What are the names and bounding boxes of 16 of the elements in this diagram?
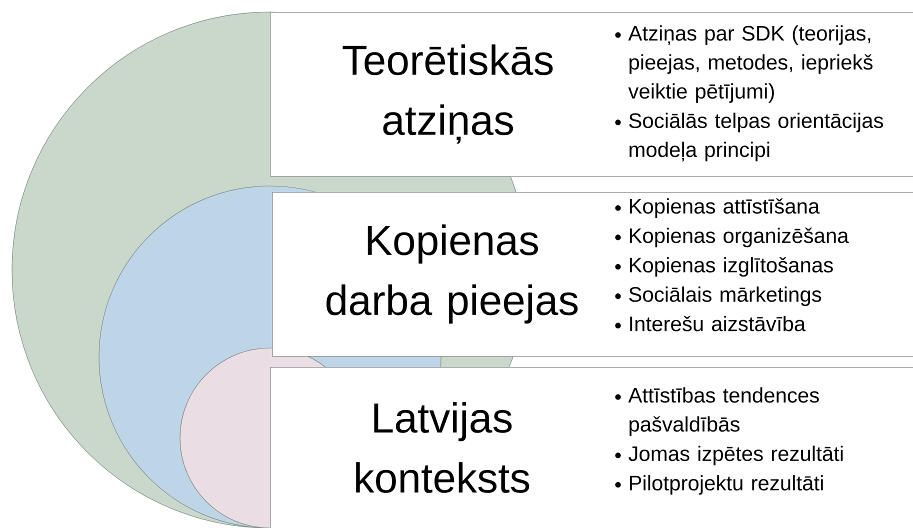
bullet-item: Pilotprojektu rezultāti xyxy=(615,475,823,495)
bullet-item: Sociālais mārketings xyxy=(615,286,822,306)
bullet-item: Jomas izpētes rezultāti xyxy=(615,446,843,466)
box-title: Teorētiskās atziņas xyxy=(342,44,553,144)
bullet-item: Attīstības tendences pašvaldībās xyxy=(615,387,819,436)
text-box xyxy=(272,192,913,357)
bullet-item: Sociālās telpas orientācijas modeļa principi xyxy=(615,112,884,162)
text-box xyxy=(270,12,913,177)
box-title: Latvijas konteksts xyxy=(356,402,530,493)
bullet-item: Kopienas organizēšana xyxy=(615,228,849,248)
box-title: Kopienas darba pieejas xyxy=(326,224,578,324)
bullet-item: Kopienas attīstīšana xyxy=(615,198,820,218)
bullet-item: Atziņas par SDK (teorijas, pieejas, metodes, iepriekš veiktie pētījumi) xyxy=(615,25,873,103)
text-box xyxy=(270,367,913,528)
bullet-item: Interešu aizstāvība xyxy=(615,316,806,332)
bullet-item: Kopienas izglītošanas xyxy=(615,257,833,277)
